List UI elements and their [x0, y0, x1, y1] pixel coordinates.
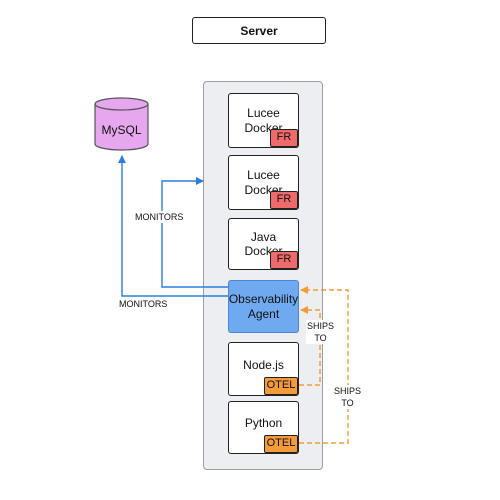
node-label: Lucee Docker — [244, 168, 283, 197]
edge-label-ships-to-python: SHIPS TO — [333, 385, 363, 410]
fr-tag: FR — [270, 129, 298, 147]
database-label: MySQL — [101, 123, 141, 137]
otel-tag: OTEL — [264, 377, 298, 395]
node-label: Node.js — [243, 357, 284, 372]
service-node-lucee-docker-2: Lucee Docker FR — [228, 155, 299, 210]
ships-to-edge-python — [299, 286, 349, 444]
edge-label-ships-to-nodejs: SHIPS TO — [306, 320, 336, 345]
monitors-db-edge — [118, 155, 228, 297]
service-node-java-docker: Java Docker FR — [228, 218, 299, 270]
observability-agent-node: Observability Agent — [228, 280, 299, 333]
fr-tag: FR — [270, 191, 298, 209]
fr-tag: FR — [270, 251, 298, 269]
edge-label-monitors-server: MONITORS — [134, 211, 185, 224]
service-node-python: Python OTEL — [228, 401, 299, 454]
node-label: Observability Agent — [228, 292, 299, 321]
service-node-lucee-docker-1: Lucee Docker FR — [228, 93, 299, 148]
node-label: Python — [244, 416, 283, 431]
otel-tag: OTEL — [264, 435, 298, 453]
edge-label-monitors-db: MONITORS — [118, 298, 169, 311]
monitors-server-edge — [161, 177, 228, 288]
database-cylinder-icon — [94, 97, 149, 151]
server-title-text: Server — [240, 23, 278, 38]
ships-to-edge-nodejs — [299, 306, 321, 386]
server-title: Server — [192, 17, 326, 44]
service-node-nodejs: Node.js OTEL — [228, 342, 299, 396]
